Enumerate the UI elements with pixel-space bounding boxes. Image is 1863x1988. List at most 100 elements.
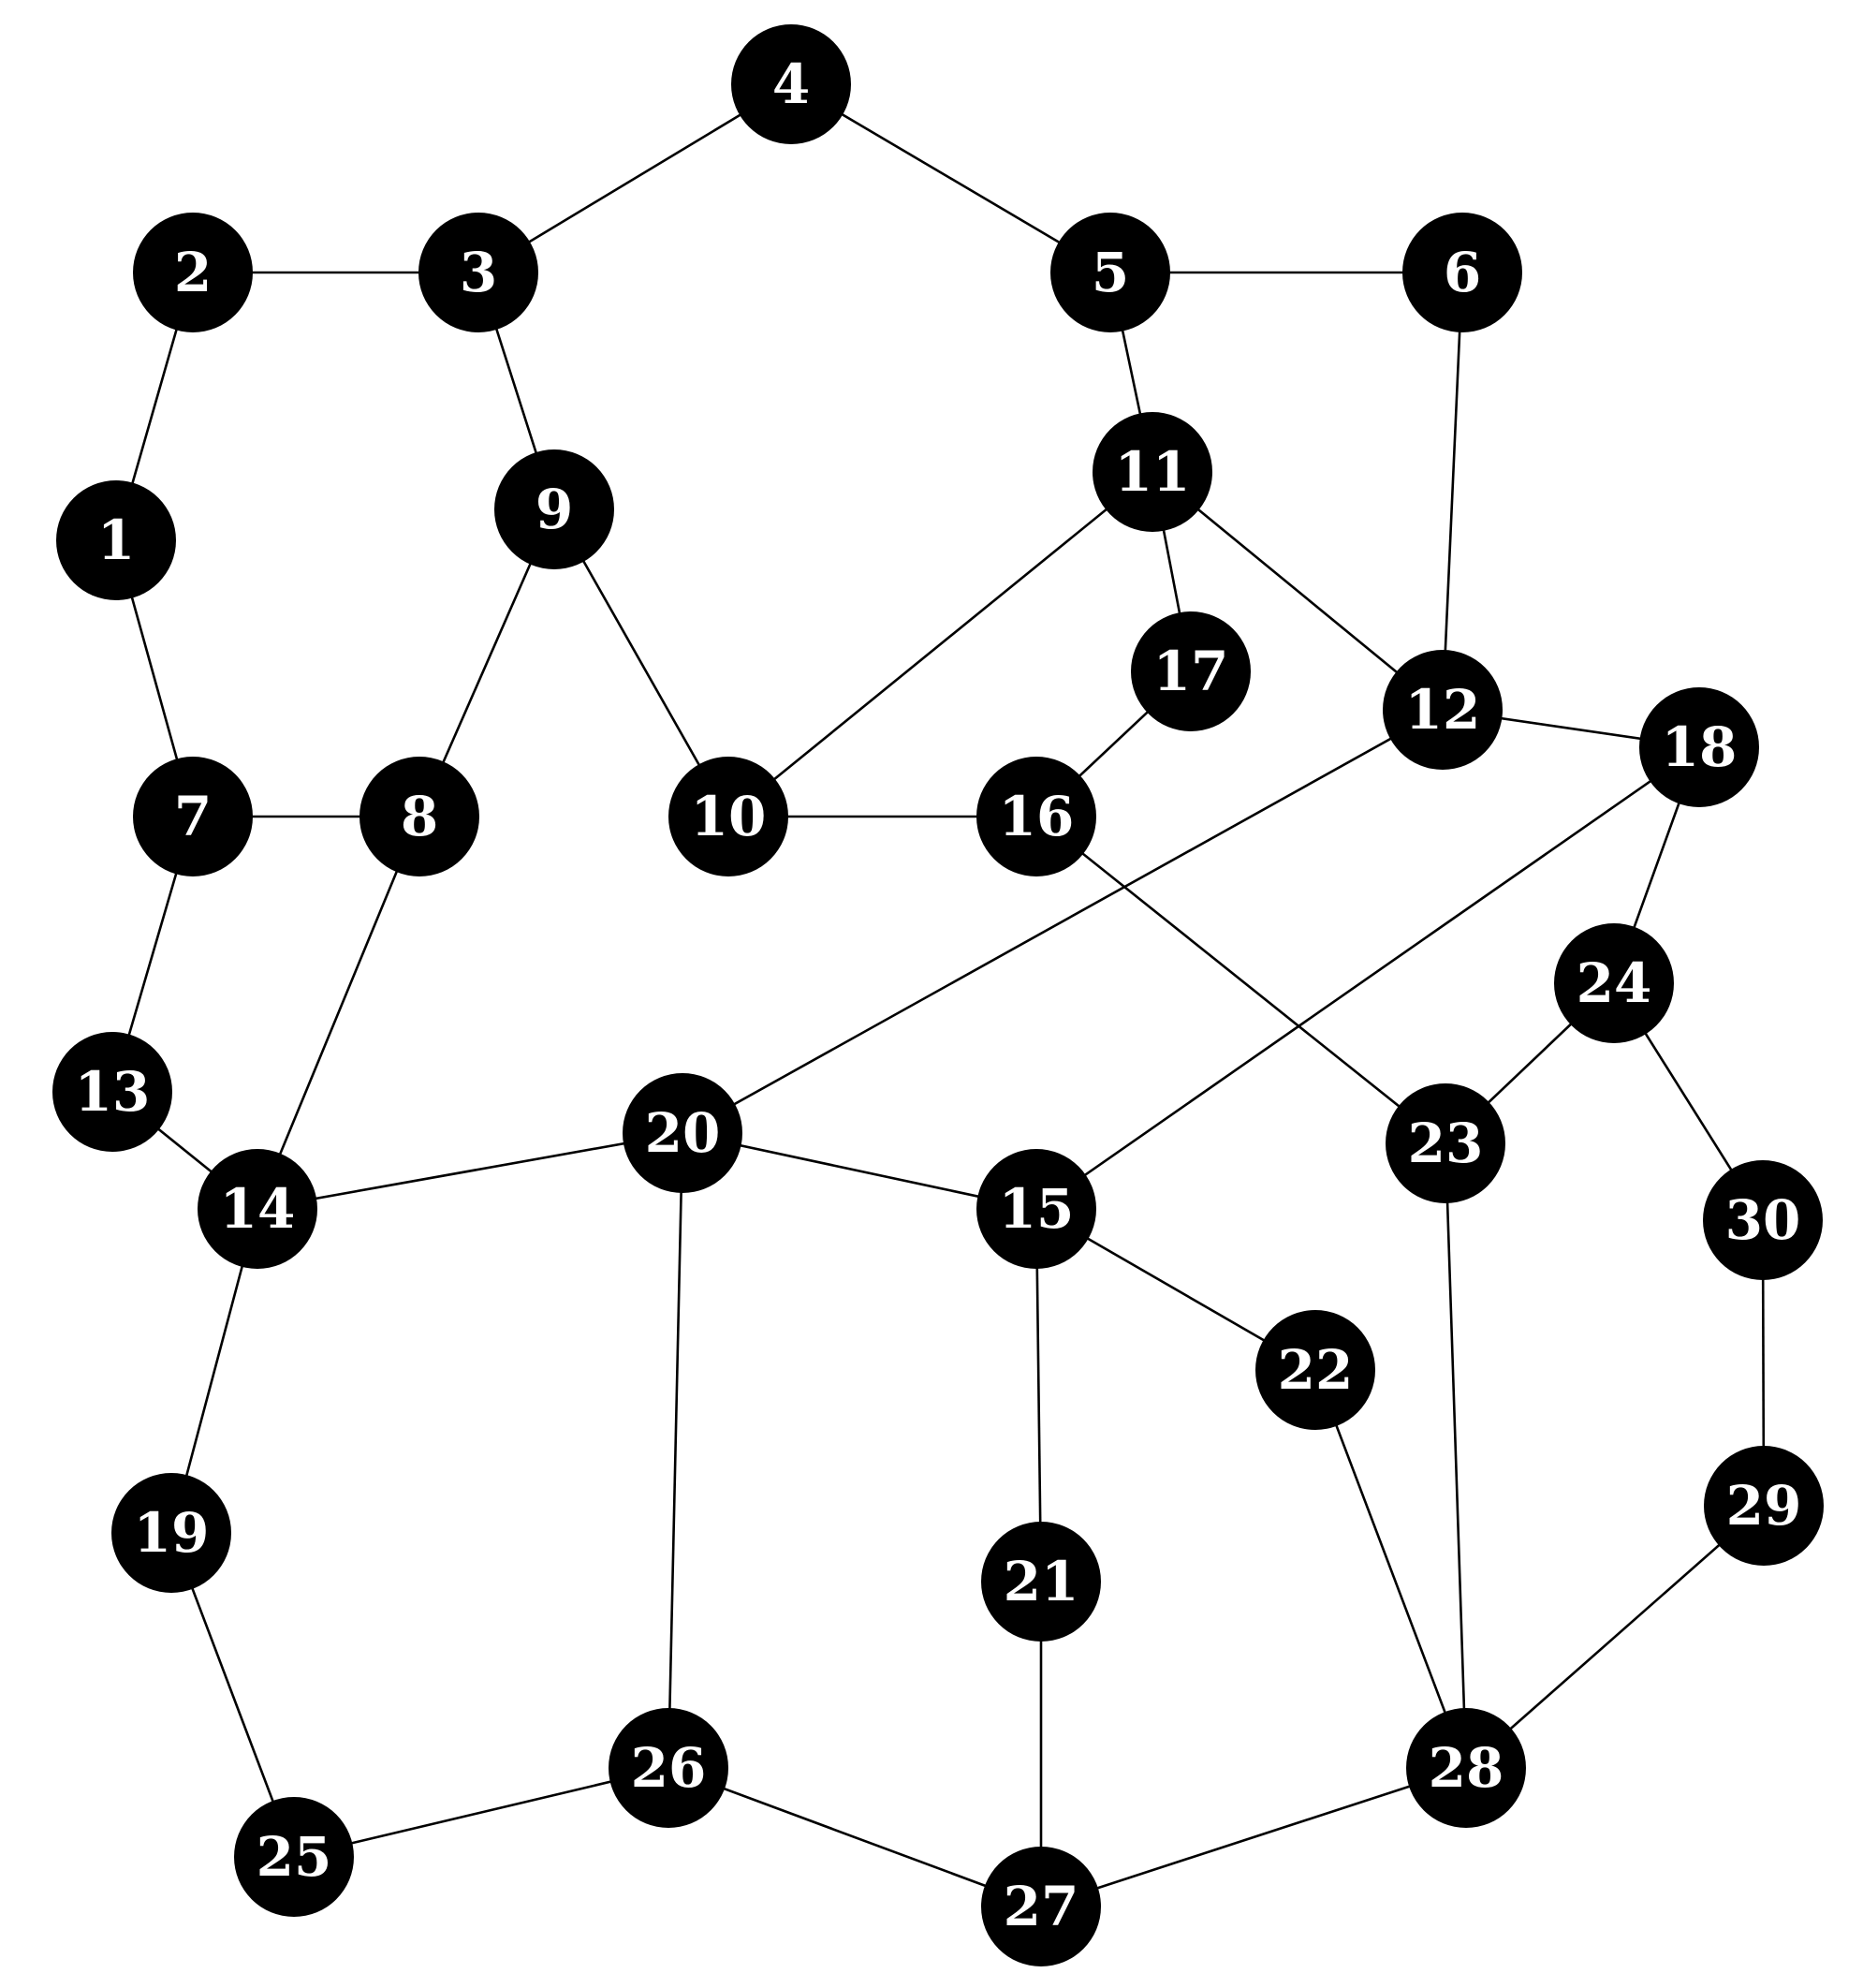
node-8: 8	[359, 757, 479, 876]
node-14: 14	[198, 1149, 317, 1269]
node-circle	[1704, 1446, 1824, 1566]
edge-26-27	[667, 1766, 1042, 1908]
edge-14-20	[257, 1131, 683, 1211]
node-2: 2	[133, 213, 253, 332]
node-label: 21	[1004, 1550, 1079, 1613]
node-circle	[1386, 1083, 1505, 1203]
node-circle	[1255, 1310, 1375, 1430]
node-19: 19	[111, 1473, 231, 1593]
node-label: 1	[97, 508, 135, 572]
edge-25-26	[293, 1766, 669, 1859]
node-circle	[623, 1073, 742, 1193]
edge-11-10	[727, 470, 1153, 818]
node-20: 20	[623, 1073, 742, 1193]
node-label: 13	[75, 1060, 151, 1124]
node-circle	[494, 449, 614, 569]
node-label: 10	[691, 785, 767, 848]
node-label: 14	[220, 1177, 296, 1241]
node-label: 2	[174, 241, 212, 304]
node-circle	[981, 1847, 1101, 1966]
node-18: 18	[1639, 687, 1759, 807]
node-circle	[52, 1032, 172, 1152]
node-7: 7	[133, 757, 253, 876]
node-circle	[1131, 611, 1251, 731]
node-circle	[1383, 650, 1503, 770]
node-15: 15	[976, 1149, 1096, 1269]
node-label: 6	[1444, 241, 1481, 304]
edges-layer	[110, 82, 1766, 1908]
node-circle	[1402, 213, 1522, 332]
node-17: 17	[1131, 611, 1251, 731]
node-23: 23	[1386, 1083, 1505, 1203]
node-label: 9	[535, 478, 573, 541]
node-label: 12	[1405, 678, 1481, 742]
node-10: 10	[668, 757, 788, 876]
node-9: 9	[494, 449, 614, 569]
node-label: 22	[1278, 1338, 1354, 1402]
node-circle	[1554, 923, 1674, 1043]
node-circle	[609, 1708, 728, 1828]
node-circle	[668, 757, 788, 876]
node-circle	[1093, 412, 1212, 532]
node-label: 11	[1115, 440, 1191, 504]
node-label: 26	[631, 1736, 707, 1800]
node-circle	[133, 757, 253, 876]
edge-16-23	[1035, 815, 1446, 1145]
node-label: 16	[999, 785, 1075, 848]
node-label: 28	[1429, 1736, 1504, 1800]
edge-23-28	[1444, 1142, 1468, 1769]
node-13: 13	[52, 1032, 172, 1152]
edge-20-26	[667, 1132, 684, 1769]
node-4: 4	[731, 24, 851, 144]
node-label: 30	[1725, 1188, 1801, 1252]
node-29: 29	[1704, 1446, 1824, 1566]
node-12: 12	[1383, 650, 1503, 770]
node-11: 11	[1093, 412, 1212, 532]
edge-8-14	[256, 816, 421, 1210]
node-label: 4	[772, 52, 810, 116]
node-circle	[1639, 687, 1759, 807]
node-label: 27	[1004, 1875, 1079, 1938]
node-circle	[234, 1797, 354, 1917]
node-5: 5	[1050, 213, 1170, 332]
node-6: 6	[1402, 213, 1522, 332]
node-label: 3	[460, 241, 497, 304]
edge-6-12	[1441, 272, 1464, 711]
edge-12-20	[682, 708, 1444, 1135]
node-circle	[56, 480, 176, 600]
node-label: 19	[134, 1501, 210, 1565]
node-circle	[359, 757, 479, 876]
node-label: 23	[1408, 1112, 1484, 1175]
edge-20-15	[682, 1131, 1037, 1211]
edge-15-21	[1034, 1208, 1043, 1583]
node-circle	[418, 213, 538, 332]
node-22: 22	[1255, 1310, 1375, 1430]
node-circle	[198, 1149, 317, 1269]
edge-3-4	[477, 82, 792, 274]
node-label: 5	[1092, 241, 1129, 304]
node-circle	[1050, 213, 1170, 332]
node-circle	[976, 757, 1096, 876]
node-16: 16	[976, 757, 1096, 876]
node-21: 21	[981, 1522, 1101, 1642]
edge-27-28	[1040, 1766, 1467, 1908]
node-circle	[976, 1149, 1096, 1269]
node-circle	[1406, 1708, 1526, 1828]
node-30: 30	[1703, 1160, 1823, 1280]
node-label: 25	[257, 1825, 332, 1889]
node-28: 28	[1406, 1708, 1526, 1828]
node-label: 15	[999, 1177, 1075, 1241]
edge-29-28	[1465, 1505, 1765, 1769]
node-circle	[731, 24, 851, 144]
node-1: 1	[56, 480, 176, 600]
node-label: 24	[1577, 951, 1652, 1015]
node-label: 20	[645, 1101, 721, 1165]
node-circle	[981, 1522, 1101, 1642]
node-label: 17	[1153, 640, 1229, 703]
node-25: 25	[234, 1797, 354, 1917]
node-circle	[111, 1473, 231, 1593]
edge-4-5	[790, 82, 1111, 274]
edge-11-12	[1152, 470, 1444, 712]
